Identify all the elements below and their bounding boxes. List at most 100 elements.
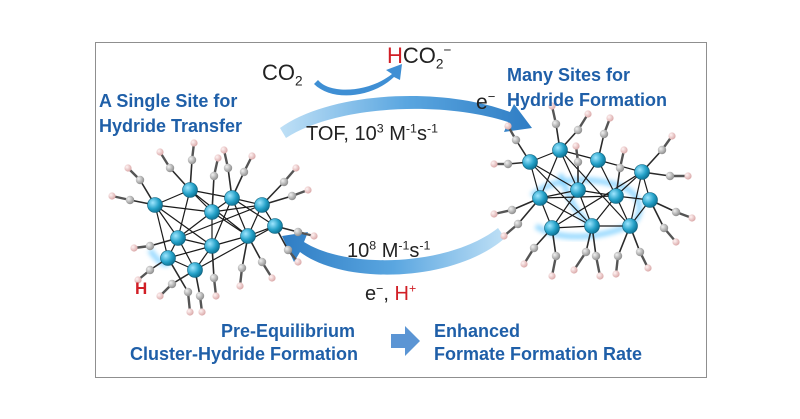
carbon-atom — [671, 207, 681, 217]
metal-atom — [240, 228, 256, 244]
carbon-atom — [287, 191, 297, 201]
single-site-line2: Hydride Transfer — [99, 116, 243, 136]
left-cluster-structure — [108, 139, 318, 316]
oxygen-atom — [620, 146, 628, 154]
oxygen-atom — [268, 274, 276, 282]
metal-atom — [642, 192, 658, 208]
many-sites-line2: Hydride Formation — [507, 90, 668, 110]
metal-atom — [170, 230, 186, 246]
carbon-atom — [283, 245, 293, 255]
metal-atom — [544, 220, 560, 236]
co2-reactant-label: CO2 — [262, 60, 303, 89]
carbon-atom — [665, 171, 675, 181]
metal-bond — [211, 197, 233, 247]
metal-bond — [539, 197, 593, 227]
metal-atom — [254, 197, 270, 213]
metal-bond — [154, 204, 213, 213]
enhanced-line1: Enhanced — [434, 321, 521, 341]
carbon-atom — [135, 175, 145, 185]
enhanced-line2: Formate Formation Rate — [434, 344, 643, 364]
oxygen-atom — [198, 308, 206, 316]
oxygen-atom — [190, 139, 198, 147]
single-site-line1: A Single Site for — [99, 91, 238, 111]
oxygen-atom — [684, 172, 692, 180]
metal-atom — [532, 190, 548, 206]
metal-bond — [559, 149, 631, 227]
carbon-atom — [599, 129, 609, 139]
carbon-atom — [187, 155, 197, 165]
metal-bond — [231, 197, 276, 227]
carbon-atom — [507, 205, 517, 215]
oxygen-atom — [606, 114, 614, 122]
oxygen-atom — [292, 164, 300, 172]
pre-equilibrium-line2: Cluster-Hydride Formation — [130, 344, 359, 364]
tof-label: TOF, 103 M-1s-1 — [306, 121, 438, 145]
carbon-atom — [573, 125, 583, 135]
oxygen-atom — [490, 160, 498, 168]
oxygen-atom — [500, 232, 508, 240]
metal-bond — [177, 189, 191, 239]
oxygen-atom — [220, 146, 228, 154]
carbon-atom — [573, 157, 583, 167]
carbon-atom — [513, 219, 523, 229]
metal-bond — [539, 149, 561, 199]
oxygen-atom — [612, 270, 620, 278]
oxygen-atom — [214, 154, 222, 162]
metal-atom — [570, 182, 586, 198]
metal-atom — [522, 154, 538, 170]
carbon-atom — [511, 135, 521, 145]
metal-atom — [224, 190, 240, 206]
metal-atom — [267, 218, 283, 234]
oxygen-atom — [134, 276, 142, 284]
oxygen-atom — [212, 292, 220, 300]
carbon-atom — [503, 159, 513, 169]
carbon-atom — [239, 167, 249, 177]
metal-atom — [634, 164, 650, 180]
carbon-atom — [125, 195, 135, 205]
metal-atom — [187, 262, 203, 278]
oxygen-atom — [548, 102, 556, 110]
metal-bond — [529, 161, 593, 227]
carbon-atom — [223, 163, 233, 173]
metal-atom — [590, 152, 606, 168]
oxygen-atom — [504, 122, 512, 130]
formate-product-label: HCO2− — [387, 42, 452, 72]
oxygen-atom — [570, 266, 578, 274]
metal-bond — [194, 225, 276, 271]
oxygen-atom — [668, 132, 676, 140]
oxygen-atom — [644, 264, 652, 272]
top-cycle-arrow — [280, 96, 532, 138]
metal-atom — [552, 142, 568, 158]
metal-bond — [629, 171, 643, 227]
oxygen-atom — [186, 308, 194, 316]
carbon-atom — [209, 171, 219, 181]
metal-atom — [160, 250, 176, 266]
metal-atom — [622, 218, 638, 234]
carbon-atom — [209, 273, 219, 283]
oxygen-atom — [310, 232, 318, 240]
carbon-atom — [659, 223, 669, 233]
right-cluster-structure — [490, 102, 696, 280]
metal-atom — [182, 182, 198, 198]
carbon-atom — [165, 163, 175, 173]
oxygen-atom — [248, 152, 256, 160]
metal-bond — [529, 161, 579, 191]
electron-top-label: e− — [476, 89, 496, 114]
carbon-atom — [145, 241, 155, 251]
block-arrow-right-icon — [391, 326, 420, 356]
metal-bond — [154, 204, 169, 259]
hydride-glow — [534, 223, 630, 240]
electron-proton-label: e−, H+ — [365, 281, 417, 305]
diagram-frame — [95, 42, 707, 378]
oxygen-atom — [672, 238, 680, 246]
oxygen-atom — [130, 244, 138, 252]
oxygen-atom — [156, 148, 164, 156]
carbon-atom — [293, 227, 303, 237]
carbon-atom — [551, 119, 561, 129]
oxygen-atom — [548, 272, 556, 280]
carbon-atom — [657, 145, 667, 155]
oxygen-atom — [294, 258, 302, 266]
carbon-atom — [529, 243, 539, 253]
